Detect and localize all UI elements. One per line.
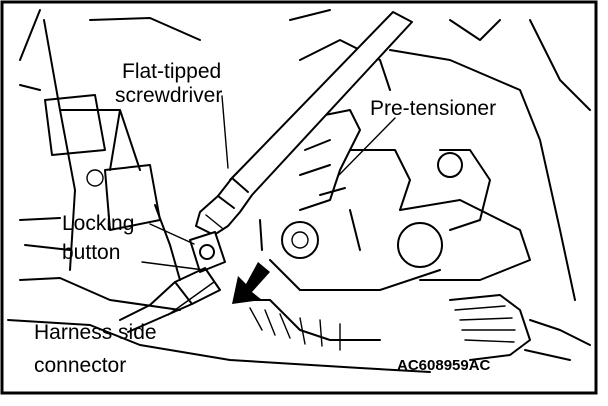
locking-button-label-line2: button xyxy=(62,241,120,264)
pretensioner-label: Pre-tensioner xyxy=(370,97,496,120)
screwdriver-label-line1: Flat-tipped xyxy=(122,60,221,83)
removal-arrow xyxy=(232,262,270,304)
connector-assembly xyxy=(119,231,226,333)
harness-connector-label-line1: Harness side xyxy=(34,321,157,344)
locking-button-label-line1: Locking xyxy=(62,212,134,235)
harness-connector-label-line2: connector xyxy=(34,354,126,377)
figure-code: AC608959AC xyxy=(397,357,491,374)
screwdriver-label-line2: screwdriver xyxy=(115,84,222,107)
leader-lines xyxy=(141,95,396,316)
